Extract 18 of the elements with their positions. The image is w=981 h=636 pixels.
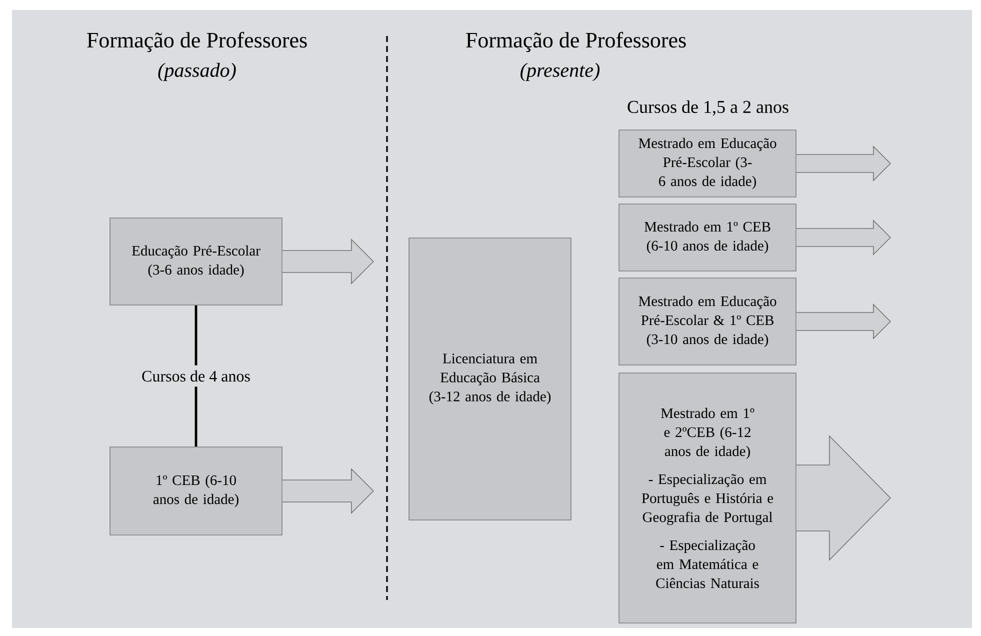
process-box: Mestrado em 1º e 2ºCEB (6-12 anos de idade) - Especialização em Português e História e Geografia de Portugal - Especialização em Matemática e Ciências Naturais: [618, 372, 796, 624]
heading: Formação de Professores: [466, 32, 686, 52]
process-box: Mestrado em Educação Pré-Escolar & 1º CEB (3-10 anos de idade): [618, 278, 796, 366]
subheading: (presente): [520, 62, 600, 82]
process-box: 1º CEB (6-10 anos de idade): [110, 446, 282, 536]
heading: Formação de Professores: [87, 32, 307, 52]
process-box: Mestrado em 1º CEB (6-10 anos de idade): [618, 204, 796, 272]
subheading: (passado): [158, 62, 236, 82]
block-arrow: [796, 435, 891, 561]
block-arrow: [282, 238, 374, 284]
process-box: Educação Pré-Escolar (3-6 anos idade): [110, 218, 282, 306]
block-arrow: [796, 304, 891, 340]
block-arrow: [796, 146, 891, 182]
process-box: Licenciatura em Educação Básica (3-12 anos de idade): [408, 238, 572, 520]
process-box: Mestrado em Educação Pré-Escolar (3-6 anos de idade): [618, 130, 796, 198]
block-arrow: [796, 220, 891, 256]
edge-label: Cursos de 4 anos: [136, 365, 256, 387]
block-arrow: [282, 468, 374, 514]
